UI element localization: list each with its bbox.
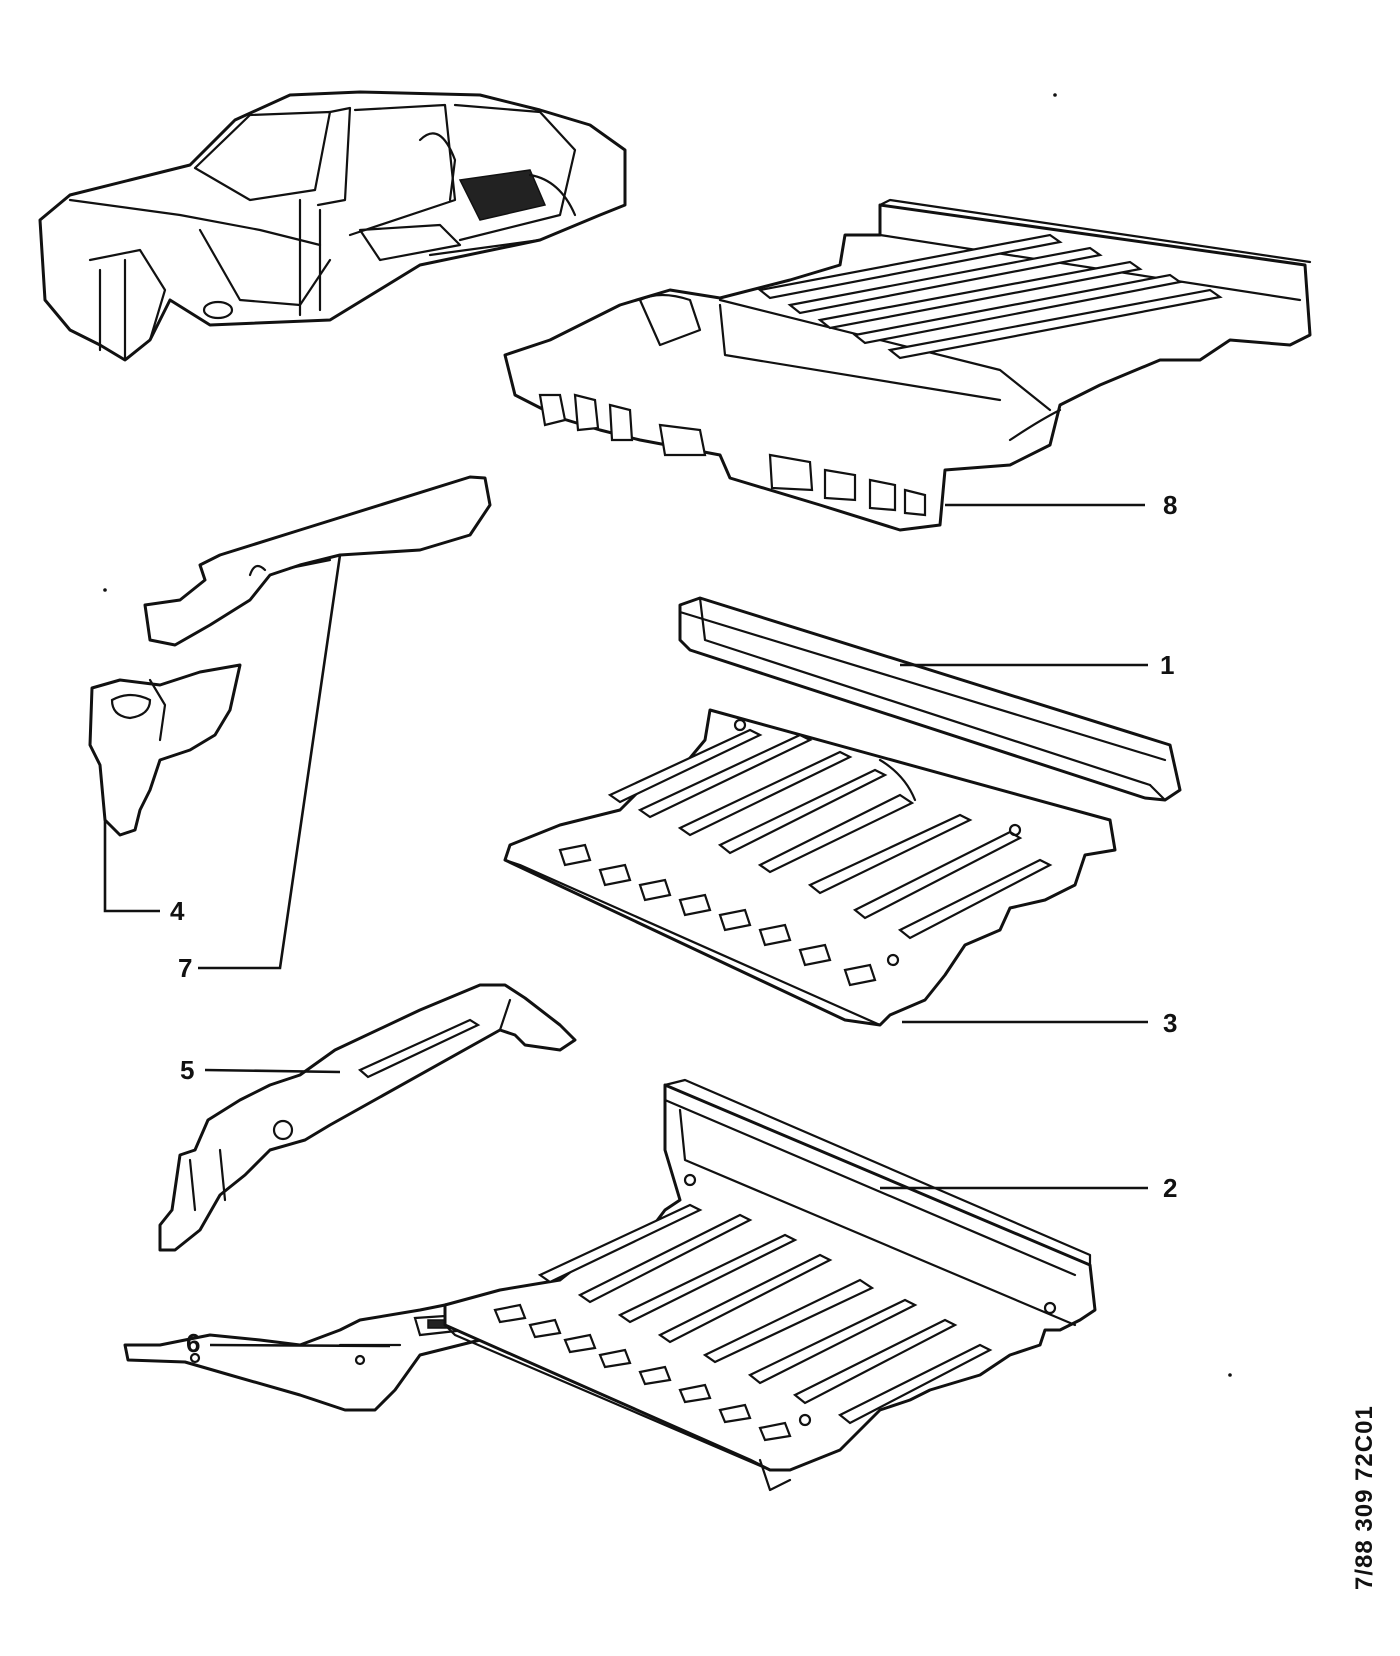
- part-4-side-panel: [88, 663, 242, 837]
- leader-7: [198, 554, 342, 970]
- callout-6: 6: [186, 1328, 200, 1358]
- callout-8: 8: [1163, 490, 1177, 520]
- part-3-cross-slots: [558, 843, 877, 987]
- callout-2: 2: [1163, 1173, 1177, 1203]
- part-8-rear-floor-assembly: [503, 198, 1312, 532]
- callout-labels: 8 1 3 2 4 7 5 6: [170, 490, 1177, 1358]
- leader-4: [103, 820, 160, 913]
- part-8-cutouts: [538, 393, 927, 517]
- part-3-longitudinal-ribs: [607, 728, 1053, 940]
- part-2-cross-slots: [493, 1303, 792, 1442]
- leader-lines: [103, 503, 1148, 1348]
- part-1-cross-member: [678, 596, 1182, 802]
- part-8-ribs: [757, 233, 1223, 360]
- leader-5: [204, 1068, 341, 1074]
- part-2-floor-with-crossmember: [443, 1078, 1097, 1492]
- part-3-floor-panel: [503, 708, 1117, 1027]
- callout-7: 7: [178, 953, 192, 983]
- callout-4: 4: [170, 896, 185, 926]
- callout-5: 5: [180, 1055, 194, 1085]
- leader-6: [209, 1343, 391, 1348]
- part-7-wheel-arch-upper: [143, 475, 492, 647]
- part-5-longitudinal-rail: [158, 983, 577, 1252]
- reference-code: 7/88 309 72C01: [1351, 1405, 1378, 1590]
- part-2-longitudinal-ribs: [537, 1203, 993, 1425]
- callout-1: 1: [1160, 650, 1174, 680]
- callout-3: 3: [1163, 1008, 1177, 1038]
- car-body-shell: [38, 90, 627, 362]
